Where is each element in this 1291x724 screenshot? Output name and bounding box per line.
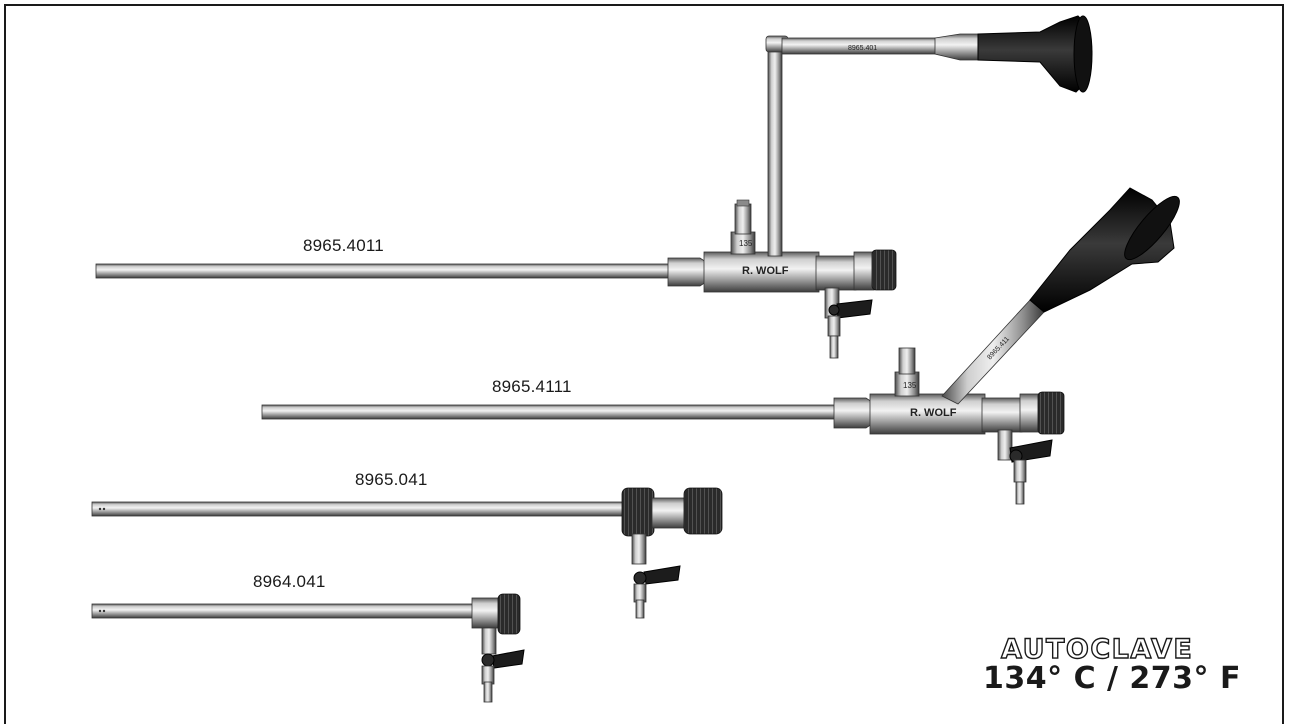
autoclave-title: AUTOCLAVE [1000, 633, 1194, 665]
shaft [95, 263, 675, 279]
autoclave-temperature: 134° C / 273° F [983, 661, 1241, 696]
knurled-ring [1037, 391, 1065, 435]
svg-text:135: 135 [903, 381, 917, 390]
instrument-label-3: 8965.041 [355, 470, 428, 489]
shaft [261, 404, 841, 420]
instrument-8965-4111: R. WOLF 135 8965.411 [261, 187, 1180, 505]
stopcock-lever [643, 565, 681, 585]
sheath-body [703, 251, 820, 293]
instrument-8965-4011: R. WOLF 135 8965.401 [95, 15, 1093, 359]
stopcock-lever [491, 649, 525, 669]
instrument-8964-041 [91, 593, 525, 703]
eyepiece [1029, 187, 1175, 313]
sheath-body [869, 393, 986, 435]
shaft [91, 501, 629, 517]
knurled-ring [871, 249, 897, 291]
svg-text:R. WOLF: R. WOLF [742, 265, 789, 277]
vertical-tube [767, 39, 783, 257]
knurled-ring [497, 593, 521, 635]
shaft [91, 603, 477, 619]
stopcock-lever [836, 299, 873, 319]
light-post [898, 347, 916, 375]
svg-text:R. WOLF: R. WOLF [910, 407, 957, 419]
instrument-label-2: 8965.4111 [492, 377, 572, 396]
light-post [734, 203, 752, 235]
knurled-ring [621, 487, 655, 537]
instrument-label-4: 8964.041 [253, 572, 326, 591]
svg-text:135: 135 [739, 239, 753, 248]
instrument-label-1: 8965.4011 [303, 236, 384, 255]
svg-text:8965.401: 8965.401 [848, 45, 877, 52]
instrument-8965-041 [91, 487, 723, 619]
